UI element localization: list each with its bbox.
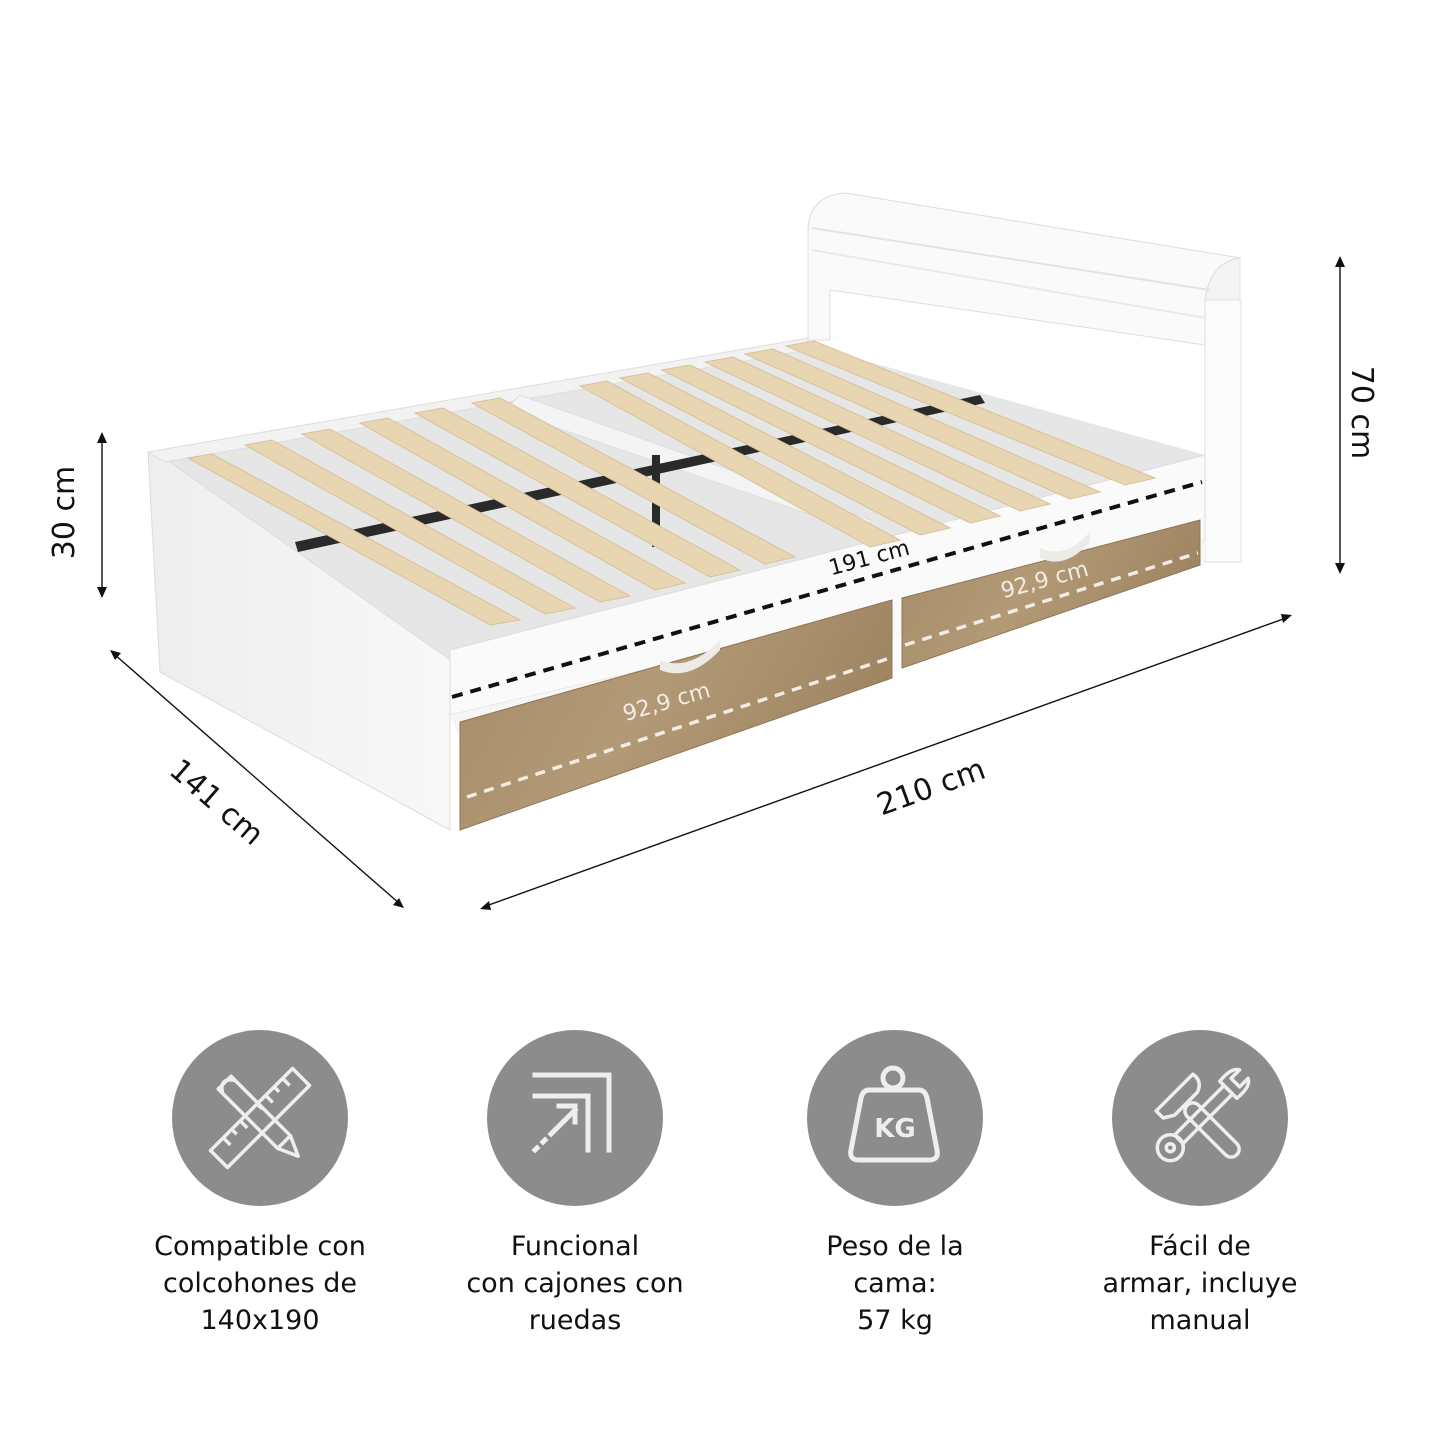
height-30cm-label: 30 cm [47,465,83,560]
kg-weight-icon: KG [848,1065,940,1163]
feature-bed-weight: KG Peso de la cama: 57 kg [745,1030,1045,1339]
hammer-wrench-icon [1154,1067,1251,1163]
feature-icon-circle [487,1030,663,1206]
svg-text:KG: KG [874,1114,916,1144]
expand-arrow-icon [531,1072,612,1154]
feature-icon-circle [172,1030,348,1206]
headboard [807,192,1242,563]
feature-icon-circle: KG [807,1030,983,1206]
drawer-left [459,599,893,831]
ruler-pencil-icon [208,1066,312,1170]
feature-icon-circle [1112,1030,1288,1206]
feature-easy-assembly: Fácil de armar, incluye manual [1050,1030,1350,1339]
feature-text: Compatible con colcohones de 140x190 [154,1231,366,1336]
drawer-right [901,519,1201,669]
feature-text: Fácil de armar, incluye manual [1102,1231,1298,1336]
headboard-70cm-label: 70 cm [1344,365,1380,460]
bed-illustration [97,192,1345,910]
feature-text: Peso de la cama: 57 kg [826,1231,964,1336]
feature-drawers-with-wheels: Funcional con cajones con ruedas [425,1030,725,1339]
feature-text: Funcional con cajones con ruedas [466,1231,684,1336]
dimension-arrows [97,256,1345,910]
product-diagram: 30 cm 70 cm 141 cm 210 cm 191 cm 92,9 cm… [47,192,1380,910]
slats [186,340,1157,626]
features-row: Compatible con colcohones de 140x190 Fun… [0,1030,1445,1410]
feature-mattress-compatibility: Compatible con colcohones de 140x190 [110,1030,410,1339]
